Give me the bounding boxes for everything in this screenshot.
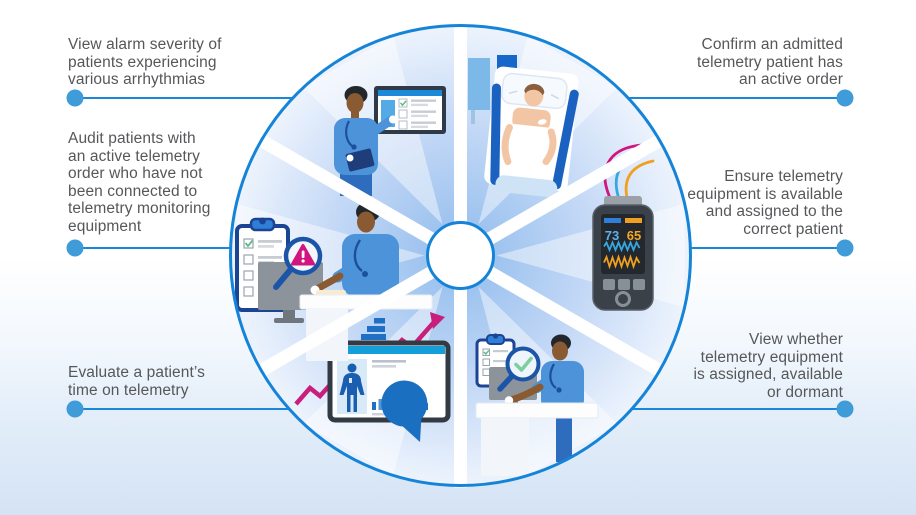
- dot-icon: [836, 89, 854, 107]
- callout-equipment-status: View whether telemetry equipment is assi…: [693, 331, 843, 401]
- reading-value-blue: 73: [605, 228, 619, 243]
- callout-active-order: Confirm an admitted telemetry patient ha…: [697, 36, 843, 88]
- body-silhouette: [339, 363, 365, 412]
- dot-icon: [66, 89, 84, 107]
- dot-icon: [66, 400, 84, 418]
- callout-alarm-severity: View alarm severity of patients experien…: [68, 36, 222, 88]
- wheel-rim: [229, 24, 692, 487]
- callout-audit-unconnected: Audit patients with an active telemetry …: [68, 130, 211, 235]
- magnifier-check-icon: [497, 346, 541, 392]
- telemetry-monitor-device-icon: 73 65: [592, 143, 655, 311]
- analytics-dashboard-icon: [294, 312, 451, 442]
- clinician-alert-magnifier-icon: [235, 202, 433, 361]
- callout-equipment-assigned: Ensure telemetry equipment is available …: [687, 168, 843, 238]
- hospital-bed: [484, 66, 579, 198]
- callout-time-on-telemetry: Evaluate a patient’s time on telemetry: [68, 364, 206, 399]
- clinician-figure: [310, 202, 399, 296]
- screen-checklist: [398, 98, 436, 130]
- patient-in-hospital-bed-icon: [468, 55, 579, 198]
- connector-dots: [66, 89, 854, 418]
- step-bars: [361, 318, 386, 340]
- magnifier-alert-icon: [273, 236, 323, 290]
- reading-value-orange: 65: [627, 228, 641, 243]
- wedge-dividers: [256, 23, 665, 488]
- waveform-orange: [603, 254, 641, 270]
- dot-icon: [66, 239, 84, 257]
- dot-icon: [836, 239, 854, 257]
- connector-lines: [75, 97, 845, 410]
- pie-chart: [381, 380, 428, 442]
- waveform-blue: [603, 240, 641, 253]
- wheel-hub: [426, 221, 495, 290]
- clinician-figure: [504, 334, 584, 462]
- clinician-equipment-check-icon: [475, 333, 599, 476]
- dot-icon: [836, 400, 854, 418]
